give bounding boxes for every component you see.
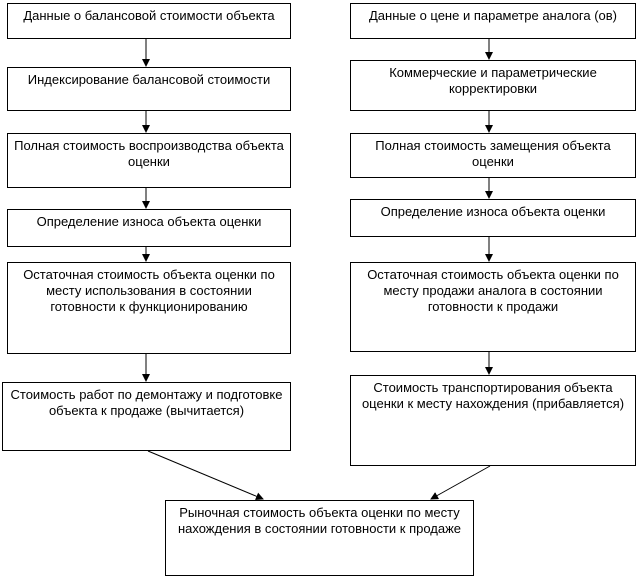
arrow-left-to-result (147, 450, 264, 500)
left-step-reproduction-cost: Полная стоимость воспроизводства объекта… (7, 133, 291, 188)
result-market-value-text: Рыночная стоимость объекта оценки по мес… (177, 505, 462, 536)
left-step-balance-data-text: Данные о балансовой стоимости объекта (23, 8, 275, 23)
right-step-adjustments-text: Коммерческие и параметрические корректир… (389, 65, 597, 96)
left-step-depreciation-text: Определение износа объекта оценки (36, 214, 262, 229)
right-step-analog-data: Данные о цене и параметре аналога (ов) (350, 3, 636, 39)
left-step-residual-value: Остаточная стоимость объекта оценки по м… (7, 262, 291, 354)
right-step-depreciation-text: Определение износа объекта оценки (380, 204, 606, 219)
arrow-right-to-result (430, 465, 491, 500)
left-step-residual-value-text: Остаточная стоимость объекта оценки по м… (23, 267, 275, 314)
right-step-residual-value: Остаточная стоимость объекта оценки по м… (350, 262, 636, 352)
right-step-replacement-cost: Полная стоимость замещения объекта оценк… (350, 133, 636, 178)
right-step-transport-cost-text: Стоимость транспортирования объекта оцен… (361, 380, 625, 411)
left-step-depreciation: Определение износа объекта оценки (7, 209, 291, 247)
left-step-balance-data: Данные о балансовой стоимости объекта (7, 3, 291, 39)
right-step-adjustments: Коммерческие и параметрические корректир… (350, 60, 636, 111)
right-step-replacement-cost-text: Полная стоимость замещения объекта оценк… (375, 138, 611, 169)
right-step-residual-value-text: Остаточная стоимость объекта оценки по м… (367, 267, 619, 314)
left-step-reproduction-cost-text: Полная стоимость воспроизводства объекта… (14, 138, 284, 169)
left-step-indexing: Индексирование балансовой стоимости (7, 67, 291, 111)
right-step-transport-cost: Стоимость транспортирования объекта оцен… (350, 375, 636, 466)
right-step-analog-data-text: Данные о цене и параметре аналога (ов) (368, 8, 618, 23)
left-step-dismantling-cost: Стоимость работ по демонтажу и подготовк… (2, 382, 291, 451)
left-step-indexing-text: Индексирование балансовой стоимости (27, 72, 271, 87)
result-market-value: Рыночная стоимость объекта оценки по мес… (165, 500, 474, 576)
left-step-dismantling-cost-text: Стоимость работ по демонтажу и подготовк… (10, 387, 283, 418)
right-step-depreciation: Определение износа объекта оценки (350, 199, 636, 237)
